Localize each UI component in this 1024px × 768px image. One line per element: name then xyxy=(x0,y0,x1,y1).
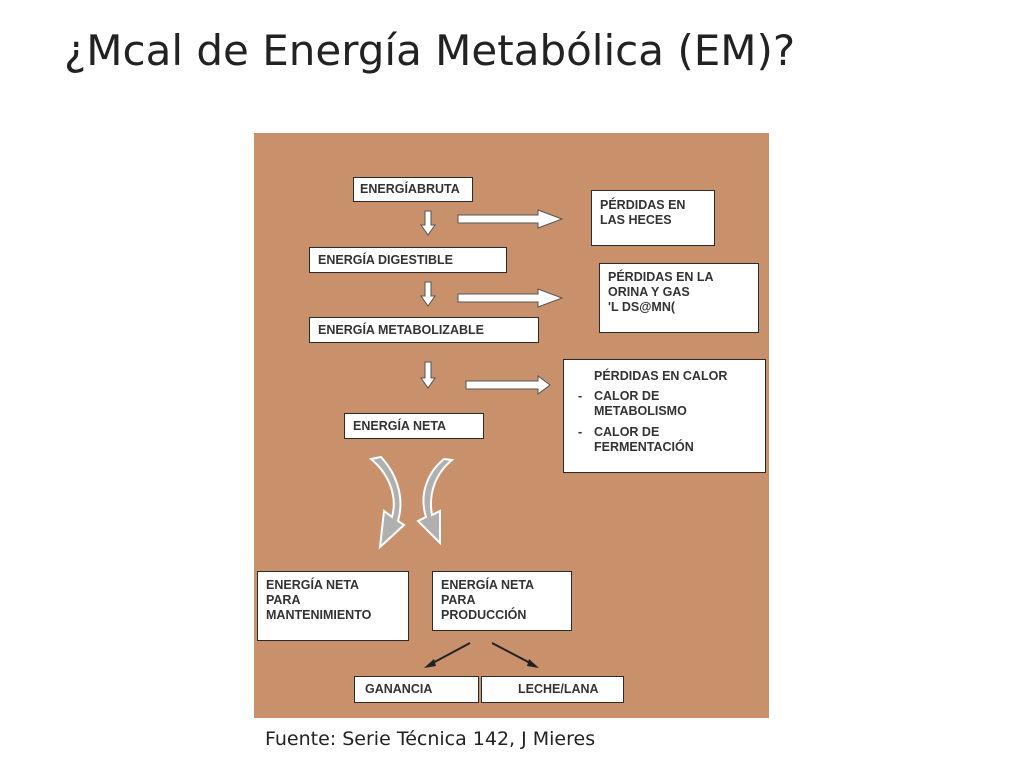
arrow-digestible-to-metabolizable xyxy=(420,281,436,307)
label-calor-fermentacion-1: CALOR DE xyxy=(594,425,660,439)
box-energia-digestible: ENERGÍA DIGESTIBLE xyxy=(309,247,507,273)
box-neta-produccion: ENERGÍA NETA PARA PRODUCCIÓN xyxy=(432,571,572,631)
label-produccion-1: ENERGÍA NETA xyxy=(441,578,535,592)
label-perdidas-orina-1: PÉRDIDAS EN LA xyxy=(608,270,714,284)
calor-item-2: -CALOR DE xyxy=(578,425,765,440)
bend-arrow-right xyxy=(416,457,455,546)
dash-2: - xyxy=(578,425,583,439)
label-leche-lana: LECHE/LANA xyxy=(518,682,599,696)
dash-1: - xyxy=(578,389,583,403)
arrow-metabolizable-to-neta xyxy=(420,361,436,389)
box-perdidas-calor: PÉRDIDAS EN CALOR -CALOR DE METABOLISMO … xyxy=(563,359,766,473)
box-perdidas-heces: PÉRDIDAS EN LAS HECES xyxy=(591,190,715,246)
label-perdidas-orina-2: ORINA Y GAS xyxy=(608,285,690,299)
label-energia-neta: ENERGÍA NETA xyxy=(353,419,447,433)
label-mantenimiento-1: ENERGÍA NETA xyxy=(266,578,360,592)
box-neta-mantenimiento: ENERGÍA NETA PARA MANTENIMIENTO xyxy=(257,571,409,641)
label-calor-fermentacion-2: FERMENTACIÓN xyxy=(594,440,694,454)
energy-flow-diagram: ENERGÍABRUTA PÉRDIDAS EN LAS HECES ENERG… xyxy=(254,133,769,718)
box-energia-metabolizable: ENERGÍA METABOLIZABLE xyxy=(309,317,539,343)
arrow-to-perdidas-heces xyxy=(457,209,564,229)
arrow-to-ganancia xyxy=(428,642,471,666)
label-perdidas-orina-3: 'L DS@MN( xyxy=(608,300,676,314)
label-mantenimiento-2: PARA xyxy=(266,593,301,607)
label-energia-bruta: ENERGÍABRUTA xyxy=(360,182,460,196)
label-calor-metabolismo-1: CALOR DE xyxy=(594,389,660,403)
box-energia-bruta: ENERGÍABRUTA xyxy=(353,177,473,202)
calor-item-1: -CALOR DE xyxy=(578,389,765,404)
label-perdidas-calor-title: PÉRDIDAS EN CALOR xyxy=(594,369,728,383)
label-mantenimiento-3: MANTENIMIENTO xyxy=(266,608,372,622)
label-perdidas-heces-1: PÉRDIDAS EN xyxy=(600,198,686,212)
slide-title: ¿Mcal de Energía Metabólica (EM)? xyxy=(64,26,796,75)
bend-arrow-left xyxy=(368,455,406,550)
label-produccion-3: PRODUCCIÓN xyxy=(441,608,527,622)
label-calor-metabolismo-2: METABOLISMO xyxy=(594,404,687,418)
box-ganancia: GANANCIA xyxy=(354,676,479,703)
arrow-bruta-to-digestible xyxy=(420,210,436,236)
box-leche-lana: LECHE/LANA xyxy=(481,676,624,703)
label-energia-digestible: ENERGÍA DIGESTIBLE xyxy=(318,253,453,267)
label-produccion-2: PARA xyxy=(441,593,476,607)
arrow-to-perdidas-calor xyxy=(465,375,551,395)
label-energia-metabolizable: ENERGÍA METABOLIZABLE xyxy=(318,323,484,337)
arrow-to-perdidas-orina xyxy=(457,288,564,308)
source-caption: Fuente: Serie Técnica 142, J Mieres xyxy=(265,728,596,750)
label-perdidas-heces-2: LAS HECES xyxy=(600,213,672,227)
diagram-arrows xyxy=(368,209,564,668)
box-energia-neta: ENERGÍA NETA xyxy=(344,413,484,439)
box-perdidas-orina: PÉRDIDAS EN LA ORINA Y GAS 'L DS@MN( xyxy=(599,263,759,333)
label-ganancia: GANANCIA xyxy=(365,682,433,696)
arrow-to-leche-lana xyxy=(491,642,535,666)
